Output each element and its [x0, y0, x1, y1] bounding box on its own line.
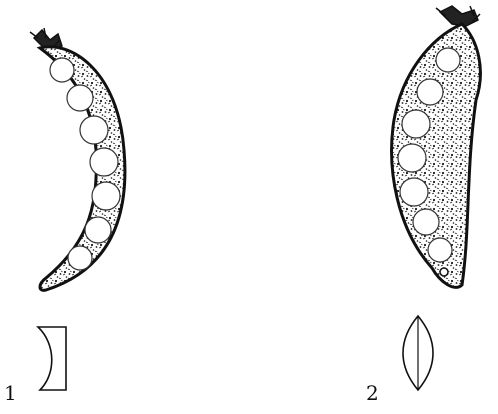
cross-section-2	[403, 316, 433, 390]
figure-label-1: 1	[4, 383, 17, 403]
pea-pod-2	[392, 6, 481, 287]
cross-section-1	[38, 327, 66, 390]
pea-pod-1	[30, 28, 125, 290]
figure-label-2: 2	[366, 383, 379, 403]
